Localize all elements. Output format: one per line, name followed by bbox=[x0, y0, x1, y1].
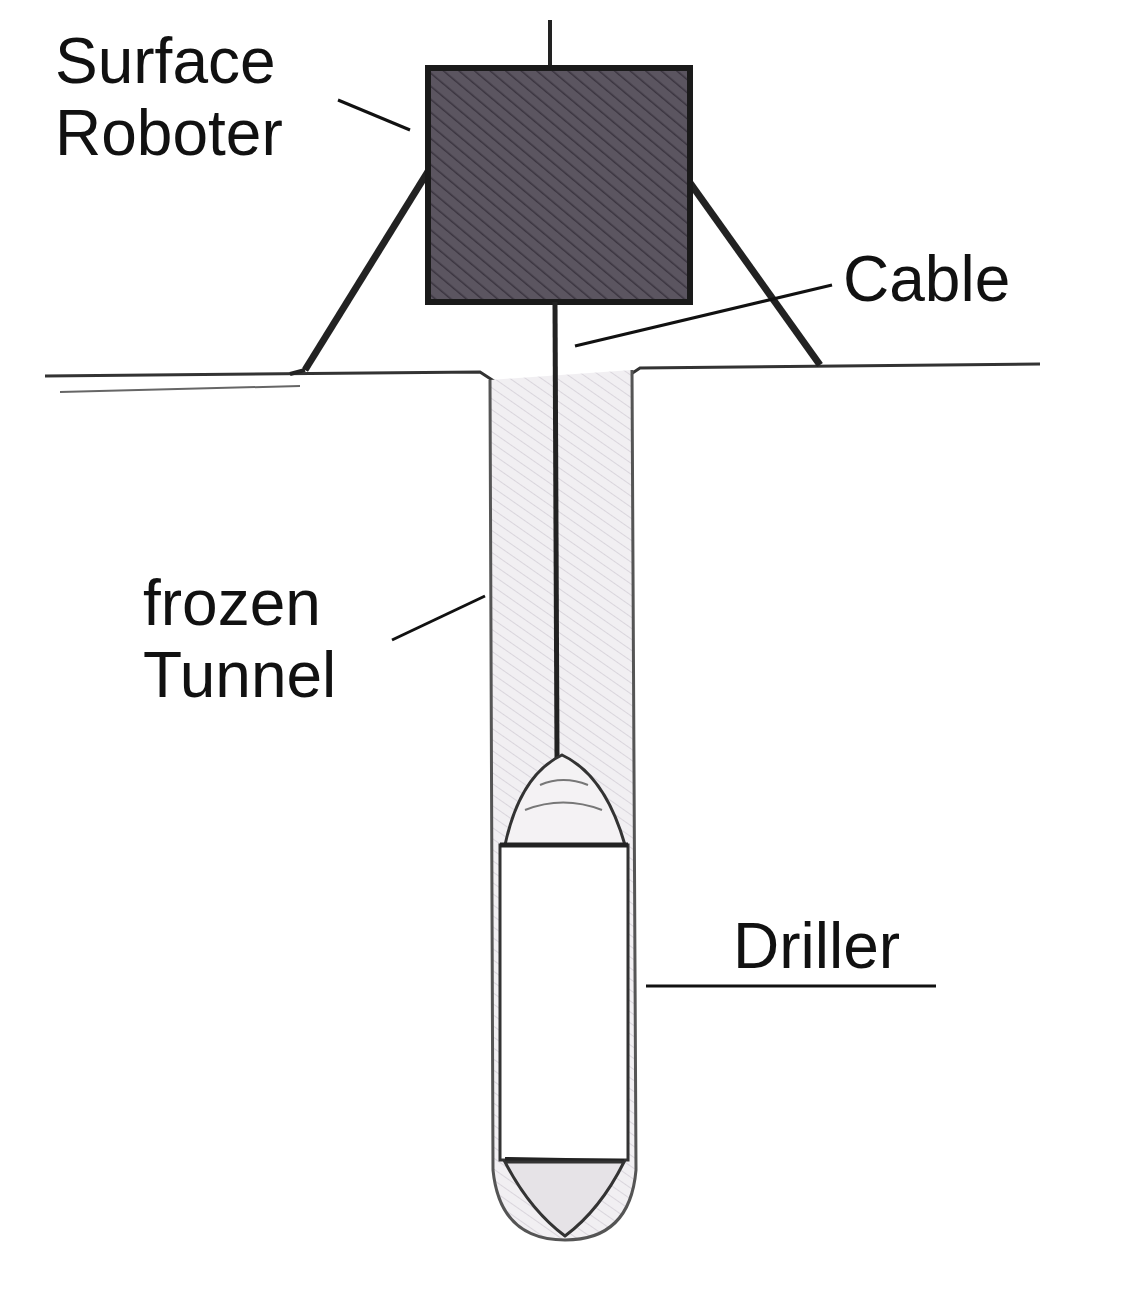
leader-line bbox=[575, 285, 832, 346]
ground-line bbox=[60, 386, 300, 392]
robot-leg bbox=[305, 165, 432, 370]
robot-leg bbox=[688, 180, 820, 365]
part-label: frozen Tunnel bbox=[143, 568, 388, 711]
leader-line bbox=[338, 100, 410, 130]
driller-head bbox=[525, 780, 602, 810]
cable bbox=[555, 302, 557, 758]
robot-foot bbox=[290, 370, 305, 374]
leader-line bbox=[646, 985, 936, 988]
part-label: Driller bbox=[733, 911, 993, 983]
tunnel bbox=[490, 370, 636, 1240]
robot-mast bbox=[548, 20, 552, 68]
part-label: Cable bbox=[843, 244, 1113, 316]
leader-line bbox=[392, 596, 485, 640]
driller-head bbox=[505, 755, 625, 845]
driller-body bbox=[500, 843, 628, 848]
part-label: Surface Roboter bbox=[55, 26, 355, 169]
surface-robot bbox=[428, 68, 690, 302]
driller-tip bbox=[505, 1162, 624, 1236]
driller-body bbox=[500, 845, 628, 1160]
